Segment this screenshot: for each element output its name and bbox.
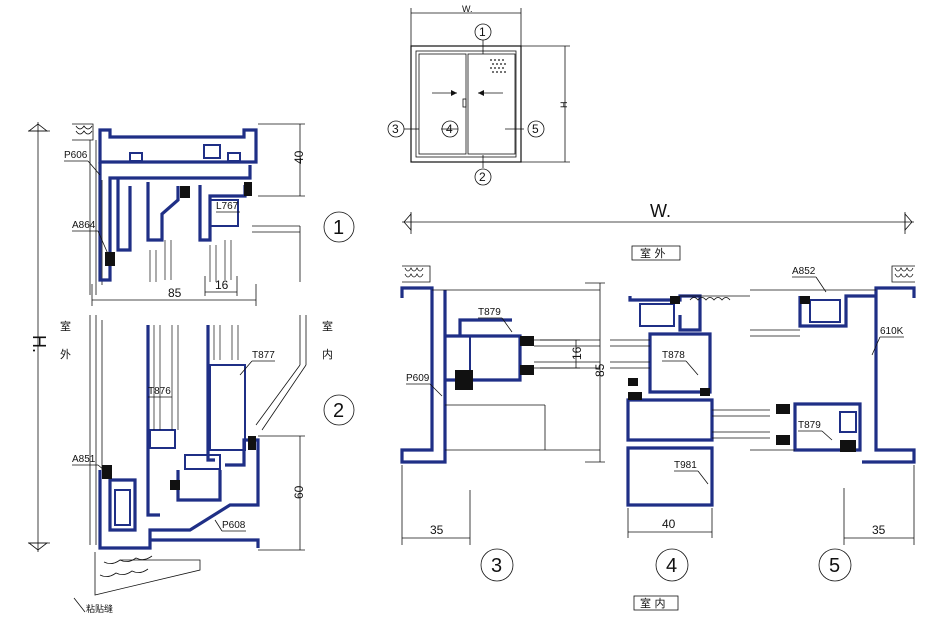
svg-text:2: 2 — [479, 170, 486, 184]
elevation-marker-1 — [474, 23, 492, 41]
window-elevation: W. 1 2 3 4 5 — [387, 4, 570, 186]
svg-text:4: 4 — [446, 122, 453, 136]
dim-16-vertical: 16 — [215, 278, 229, 292]
label-l767: L767 — [216, 201, 239, 212]
dim-40-top: 40 — [292, 150, 306, 164]
plan-width-label: W. — [650, 201, 671, 221]
interior-label-box — [633, 595, 679, 611]
elevation-height-label: H — [559, 102, 569, 109]
svg-text:3: 3 — [392, 122, 399, 136]
label-t876: T876 — [148, 386, 171, 397]
dim-85-plan: 85 — [593, 363, 607, 377]
exterior-label-box — [631, 245, 681, 261]
dim-40-plan: 40 — [662, 517, 676, 531]
dim-60: 60 — [292, 485, 306, 499]
label-a864: A864 — [72, 220, 96, 231]
label-t879-right: T879 — [798, 420, 821, 431]
section-marker-5 — [818, 548, 852, 582]
vertical-int-char2: 内 — [322, 347, 333, 361]
svg-text:5: 5 — [532, 122, 539, 136]
dim-85-vertical: 85 — [168, 286, 182, 300]
elevation-marker-4 — [441, 120, 459, 138]
label-t878: T878 — [662, 350, 685, 361]
vertical-section: H. 室 外 — [27, 122, 355, 614]
svg-text:2: 2 — [333, 400, 344, 422]
label-a852: A852 — [792, 266, 816, 277]
elevation-marker-2 — [474, 168, 492, 186]
vertical-height-label: H. — [29, 335, 49, 353]
section-marker-1 — [323, 211, 355, 243]
label-t981: T981 — [674, 460, 697, 471]
label-a851: A851 — [72, 454, 96, 465]
label-t879-left: T879 — [478, 307, 501, 318]
dim-35-right: 35 — [872, 523, 886, 537]
interior-label: 室 内 — [640, 596, 666, 610]
section-marker-3 — [480, 548, 514, 582]
bottom-note: 粘贴缝 — [86, 603, 113, 614]
vertical-ext-char1: 室 — [60, 319, 71, 333]
label-p606: P606 — [64, 150, 88, 161]
section-marker-4 — [655, 548, 689, 582]
label-t877: T877 — [252, 350, 275, 361]
elevation-width-label: W. — [462, 4, 473, 14]
svg-text:4: 4 — [666, 555, 677, 577]
horizontal-section: W. 室 外 T879 P609 — [400, 201, 916, 611]
label-p609: P609 — [406, 373, 430, 384]
dim-16-plan: 16 — [570, 346, 584, 360]
svg-text:5: 5 — [829, 555, 840, 577]
svg-text:1: 1 — [333, 217, 344, 239]
svg-text:3: 3 — [491, 555, 502, 577]
exterior-label: 室 外 — [640, 246, 666, 260]
vertical-ext-char2: 外 — [60, 348, 71, 361]
dim-35-left: 35 — [430, 523, 444, 537]
elevation-marker-5 — [527, 120, 545, 138]
section-marker-2 — [323, 394, 355, 426]
elevation-dot-pattern — [490, 59, 506, 73]
vertical-int-char1: 室 — [322, 319, 333, 333]
svg-text:1: 1 — [479, 25, 486, 39]
label-p608: P608 — [222, 520, 246, 531]
elevation-marker-3 — [387, 120, 405, 138]
label-610k: 610K — [880, 326, 904, 337]
